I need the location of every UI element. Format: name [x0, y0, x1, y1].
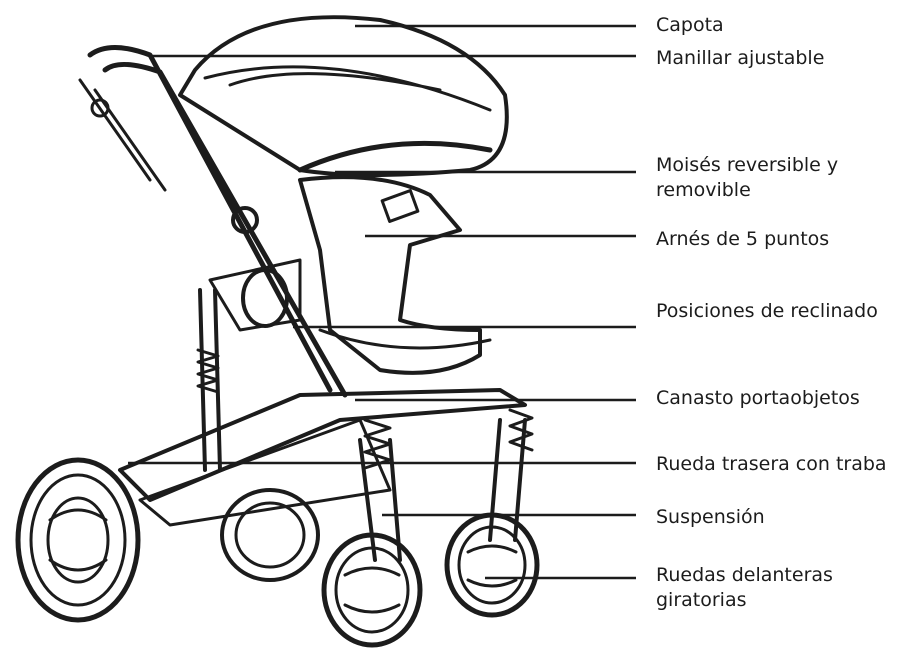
leader-lines	[128, 24, 636, 580]
label-ruedas-line2: giratorias	[656, 589, 747, 611]
label-capota: Capota	[656, 14, 724, 36]
label-moises-line1: Moisés reversible y	[656, 154, 839, 176]
label-ruedas-delanteras: Ruedas delanteras giratorias	[656, 563, 833, 613]
seat	[298, 175, 482, 375]
rear-wheel-right	[220, 488, 320, 582]
label-arnes: Arnés de 5 puntos	[656, 228, 830, 250]
label-rueda-trasera: Rueda trasera con traba	[656, 453, 887, 475]
label-suspension: Suspensión	[656, 506, 765, 528]
label-ruedas-line1: Ruedas delanteras	[656, 564, 833, 586]
handlebar	[87, 45, 348, 398]
label-manillar-ajustable: Manillar ajustable	[656, 47, 825, 69]
label-canasto: Canasto portaobjetos	[656, 387, 860, 409]
canopy	[178, 15, 509, 177]
label-posiciones-reclinado: Posiciones de reclinado	[656, 300, 878, 322]
label-moises: Moisés reversible y removible	[656, 153, 838, 203]
rear-wheel-left	[15, 457, 141, 623]
chassis-frame	[118, 388, 527, 502]
stroller-illustration	[15, 15, 540, 648]
label-moises-line2: removible	[656, 179, 751, 201]
suspension-spring	[196, 348, 220, 394]
